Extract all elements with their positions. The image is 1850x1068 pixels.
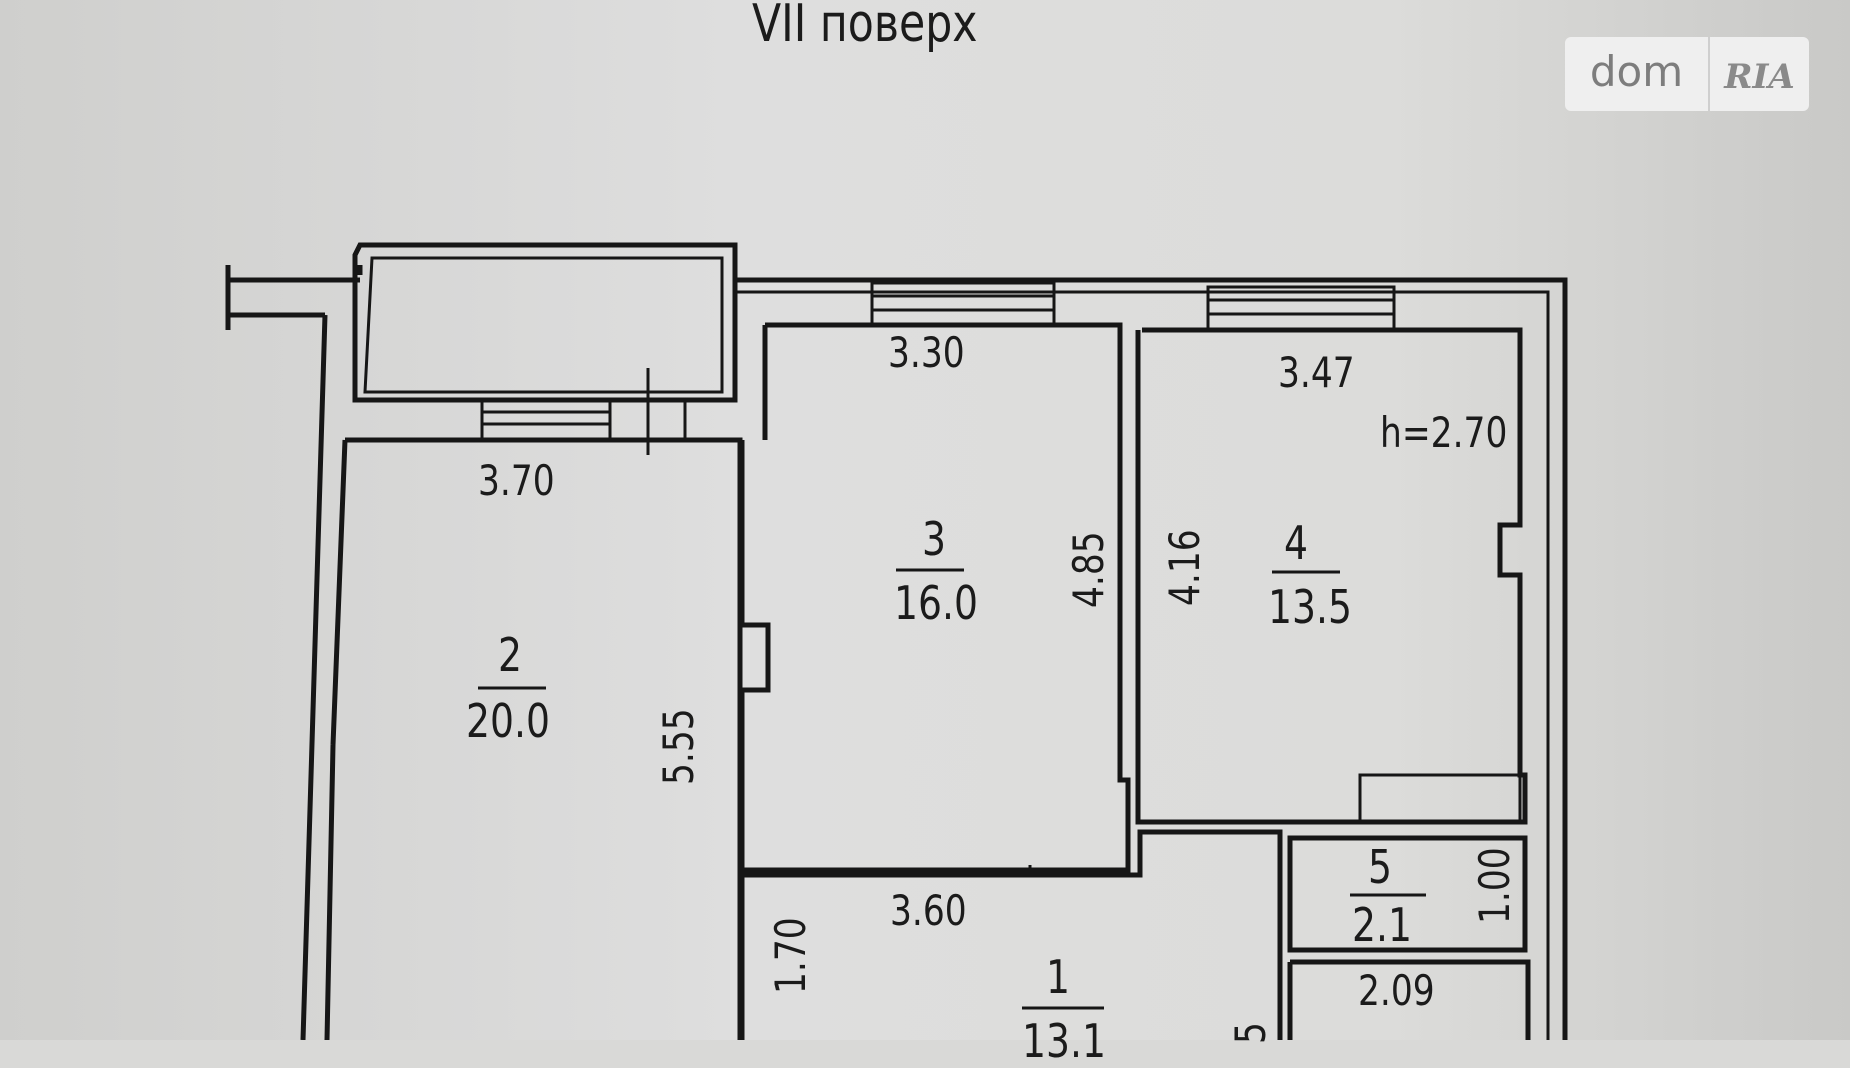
window-room-2 [480, 398, 612, 442]
room-4-area: 13.5 [1268, 580, 1352, 634]
room-3-area: 16.0 [894, 576, 978, 630]
balcony-door-frame [610, 398, 687, 442]
outer-wall-top [735, 277, 1568, 1040]
room-3-width: 3.30 [888, 328, 965, 377]
room-2-number: 2 [498, 628, 523, 682]
logo-ria-text: RIA [1708, 37, 1809, 111]
room-2-length: 5.55 [654, 708, 703, 785]
room-4-closet [1358, 773, 1522, 824]
room-4-number: 4 [1284, 516, 1309, 570]
room-2-area: 20.0 [466, 694, 550, 748]
balcony-outline [352, 242, 738, 403]
floor-title: VII поверх [752, 0, 978, 54]
room-2-width: 3.70 [478, 456, 555, 505]
room-1-area: 13.1 [1022, 1014, 1106, 1068]
hall-partial-dimension: 5 [1226, 1022, 1275, 1044]
room-5-area: 2.1 [1352, 898, 1412, 952]
room-5-number: 5 [1368, 840, 1393, 894]
floor-plan-drawing [225, 242, 1568, 1040]
room-5-outline [1287, 835, 1528, 953]
outer-wall-left-stub [225, 265, 360, 330]
hall-width: 3.60 [890, 886, 967, 935]
hall-length: 1.70 [766, 917, 815, 994]
room-4-length: 4.16 [1160, 529, 1209, 606]
domria-watermark-logo: dom RIA [1565, 37, 1809, 111]
room-3-number: 3 [922, 512, 947, 566]
room-1-number: 1 [1046, 950, 1071, 1004]
outer-wall-top-inner [735, 290, 1550, 1040]
room-3-outline [739, 322, 1131, 873]
bath-width: 2.09 [1358, 966, 1435, 1015]
balcony-inner [363, 256, 724, 394]
logo-dom-text: dom [1589, 47, 1684, 96]
hall-outline [739, 829, 1283, 1040]
window-room-4 [1206, 285, 1396, 332]
ceiling-height: h=2.70 [1380, 408, 1508, 457]
bath-outline [1287, 959, 1531, 1040]
window-room-3 [870, 281, 1056, 327]
outer-wall-left [300, 265, 363, 1040]
room-3-length: 4.85 [1064, 531, 1113, 608]
room-5-length: 1.00 [1470, 847, 1519, 924]
room-4-width: 3.47 [1278, 348, 1355, 397]
